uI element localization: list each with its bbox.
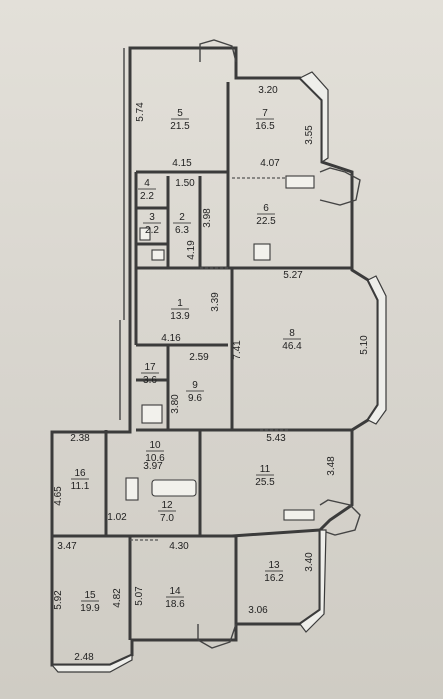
bay-window-room-13 [299,529,327,633]
room-area-13: 16.2 [264,573,284,584]
dimension-d24: 3.40 [304,552,315,572]
dimension-d23: 4.30 [169,541,189,552]
outer-wall [50,46,380,667]
room-number-4: 4 [144,178,150,189]
room-number-6: 6 [263,203,269,214]
room-number-17: 17 [144,362,156,373]
room-number-12: 12 [161,500,173,511]
room-number-9: 9 [192,380,198,391]
room-number-8: 8 [289,328,295,339]
dimension-d25: 5.92 [53,590,64,610]
room-labels: 521.5716.542.232.226.3622.5113.9846.4173… [71,108,303,614]
dimension-d15: 3.80 [170,394,181,414]
kitchen-counter-fixture [285,175,315,189]
dimension-d26: 4.82 [112,588,123,608]
room-area-8: 46.4 [282,341,302,352]
room-area-17: 3.6 [143,375,157,386]
stove-fixture [253,243,271,261]
room-area-1: 13.9 [170,311,190,322]
room-number-5: 5 [177,108,183,119]
bathtub-fixture [151,479,197,497]
dimension-d16: 2.38 [70,433,90,444]
dimension-d4: 4.15 [172,158,192,169]
dimension-d8: 4.19 [186,240,197,260]
dimension-d11: 7.41 [232,340,243,360]
room-area-16: 11.1 [71,481,90,492]
left-strip [119,48,125,420]
dimension-d1: 5.74 [135,102,146,122]
dimension-d19: 3.97 [143,461,163,472]
dimension-d17: 5.43 [266,433,286,444]
washbasin-fixture [125,477,139,501]
room-number-13: 13 [268,560,280,571]
balcony-bottom [197,623,237,649]
room-number-3: 3 [149,212,155,223]
cabinet-fixture [141,404,163,424]
dimension-d20: 4.65 [53,486,64,506]
dimension-d14: 2.59 [189,352,209,363]
dimension-d3: 3.55 [304,125,315,145]
dimension-d21: 1.02 [107,512,127,523]
bay-window-room-7 [298,71,329,164]
dimension-d5: 4.07 [260,158,280,169]
room-number-2: 2 [179,212,185,223]
toilet-fixture [139,227,151,241]
room-area-3: 2.2 [145,225,159,236]
room-area-2: 6.3 [175,225,189,236]
room-number-11: 11 [260,464,271,475]
room-number-14: 14 [169,586,181,597]
dimension-d9: 5.27 [283,270,303,281]
balcony-right-upper [319,167,361,206]
room-area-9: 9.6 [188,393,202,404]
sink-fixture [151,249,165,261]
dimension-d22: 3.47 [57,541,77,552]
dimension-d2: 3.20 [258,85,278,96]
dimension-d29: 2.48 [74,652,94,663]
room-number-7: 7 [262,108,268,119]
bay-window-room-8 [367,275,387,425]
dimension-d12: 5.10 [359,335,370,355]
dimension-d27: 5.07 [134,586,145,606]
room-area-6: 22.5 [256,216,276,227]
dimension-d13: 4.16 [161,333,181,344]
dimension-d6: 1.50 [175,178,195,189]
room-area-14: 18.6 [165,599,185,610]
room-area-11: 25.5 [255,477,275,488]
room-number-16: 16 [74,468,86,479]
room-area-7: 16.5 [255,121,275,132]
dimension-d7: 3.98 [202,208,213,228]
room-area-10: 10.6 [145,453,165,464]
room-area-5: 21.5 [170,121,190,132]
shelf-fixture [283,509,315,521]
room-area-4: 2.2 [140,191,154,202]
dimension-d18: 3.48 [326,456,337,476]
room-area-12: 7.0 [160,513,174,524]
dimension-d28: 3.06 [248,605,268,616]
balcony-top [199,39,237,63]
room-area-15: 19.9 [80,603,100,614]
room-number-1: 1 [177,298,183,309]
room-number-15: 15 [84,590,96,601]
room-number-10: 10 [149,440,161,451]
bay-window-room-15 [50,654,133,673]
dimension-labels: 5.74 3.20 3.55 4.15 4.07 1.50 3.98 4.19 5.27 3.39… [53,85,370,663]
dimension-d10: 3.39 [210,292,221,312]
balcony-right-lower [319,499,361,536]
